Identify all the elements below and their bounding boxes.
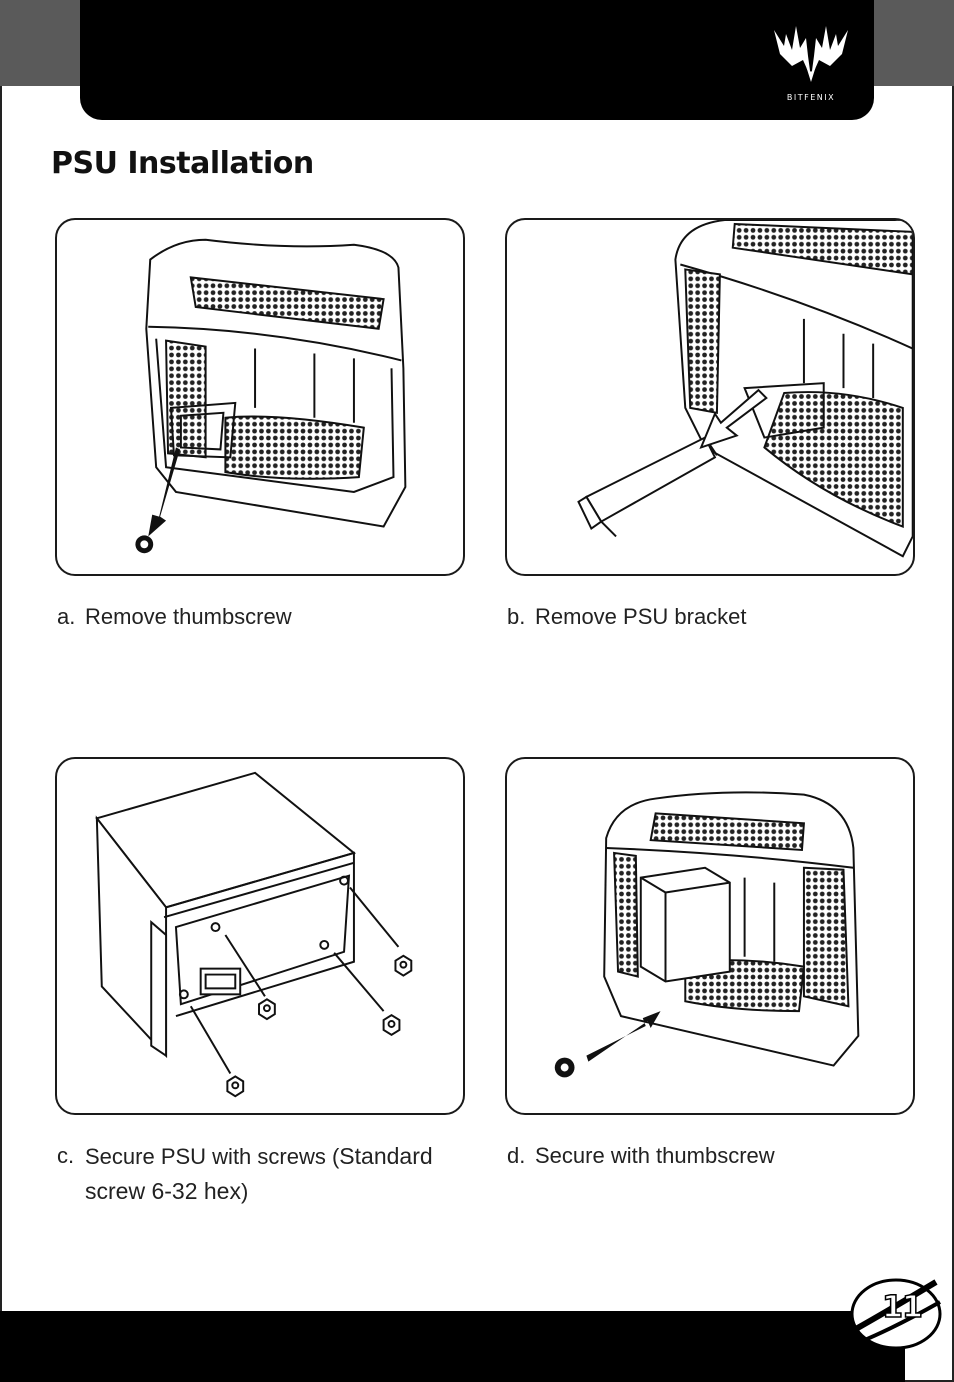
step-letter: a. [57, 604, 76, 629]
step-letter: c. [57, 1143, 75, 1168]
corner-tab-right [872, 0, 954, 86]
illustration-secure-psu-screws [55, 757, 465, 1115]
step-caption-d: d. Secure with thumbscrew [507, 1139, 917, 1173]
page-title: PSU Installation [51, 146, 314, 181]
step-text-emphasis: Standard screw 6-32 hex [85, 1143, 433, 1204]
step-text: Secure PSU with screws ( [85, 1144, 340, 1169]
step-caption-a: a. Remove thumbscrew [57, 600, 467, 634]
corner-tab-left [0, 0, 82, 86]
step-text: Remove thumbscrew [85, 604, 292, 629]
header-bar: BITFENIX [80, 0, 874, 120]
step-text: Secure with thumbscrew [535, 1143, 775, 1168]
step-letter: b. [507, 604, 526, 629]
illustration-remove-psu-bracket [505, 218, 915, 576]
step-caption-c: c. Secure PSU with screws (Standard scre… [57, 1139, 467, 1209]
illustration-secure-with-thumbscrew [505, 757, 915, 1115]
page-number: 11 [881, 1289, 923, 1326]
step-caption-b: b. Remove PSU bracket [507, 600, 917, 634]
svg-text:BITFENIX: BITFENIX [787, 93, 835, 102]
illustration-remove-thumbscrew [55, 218, 465, 576]
step-text: Remove PSU bracket [535, 604, 747, 629]
step-text-group: Secure PSU with screws (Standard screw 6… [85, 1139, 467, 1209]
step-letter: d. [507, 1143, 526, 1168]
page-number-badge-icon [850, 1278, 942, 1350]
step-text-end: ) [240, 1179, 249, 1204]
bitfenix-logo-icon: BITFENIX [774, 26, 848, 102]
footer-bar [0, 1311, 905, 1382]
